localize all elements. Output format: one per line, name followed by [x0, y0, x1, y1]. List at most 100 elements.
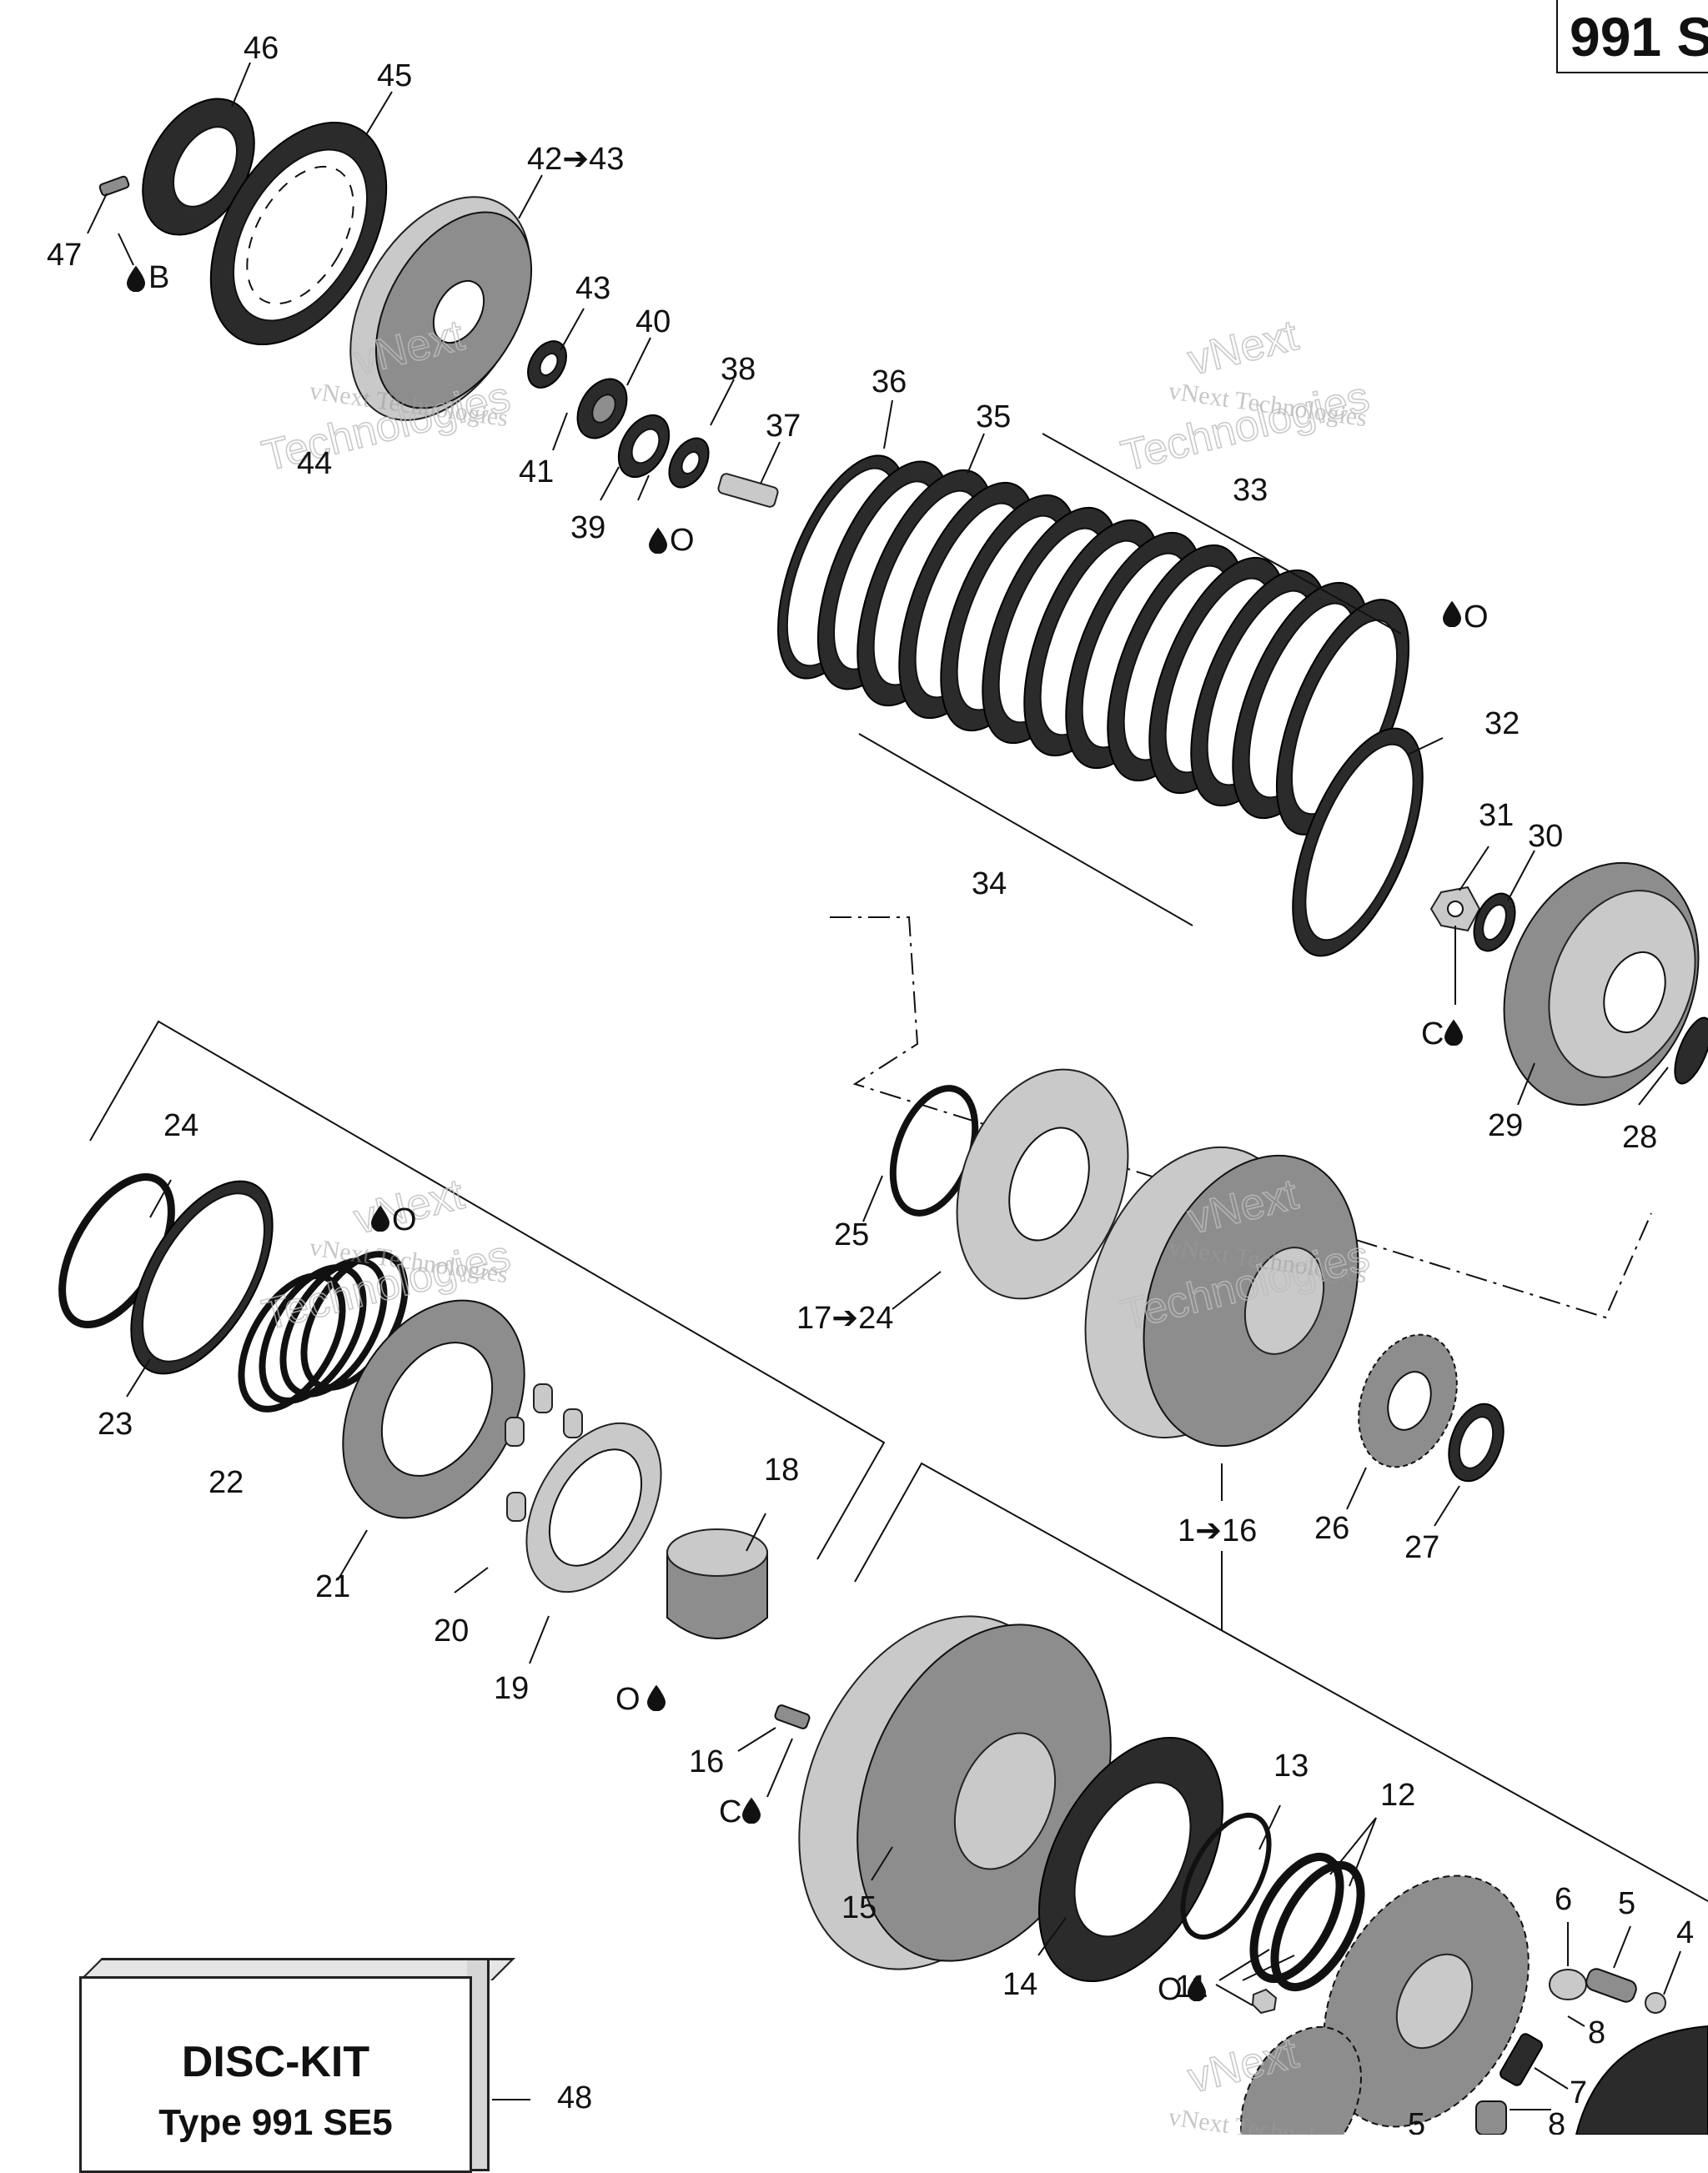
part-46-cover — [142, 98, 255, 236]
oil-drop-icon — [1444, 1019, 1463, 1046]
part-42-pressure-plate — [349, 196, 533, 421]
svg-text:32: 32 — [1484, 706, 1520, 741]
part-23-plate — [130, 1180, 274, 1375]
primary-gear — [1323, 1874, 1530, 2128]
svg-text:46: 46 — [244, 31, 279, 66]
svg-text:vNext: vNext — [1183, 311, 1304, 385]
svg-text:21: 21 — [315, 1569, 350, 1604]
part-12-seals — [1249, 1852, 1365, 1992]
part-6-cap — [1549, 1969, 1587, 2000]
svg-text:C: C — [1421, 1016, 1444, 1051]
svg-text:23: 23 — [98, 1407, 133, 1442]
model-label-box: 991 S — [1556, 0, 1708, 73]
part-32-end-plate — [1292, 727, 1424, 957]
svg-text:22: 22 — [208, 1465, 244, 1500]
part-21-ramp-plate — [342, 1299, 525, 1519]
part-47-bolt — [98, 175, 130, 197]
svg-text:34: 34 — [972, 866, 1007, 901]
svg-text:28: 28 — [1622, 1120, 1657, 1155]
part-38-washer — [668, 437, 710, 489]
part-26-gear — [1358, 1333, 1458, 1468]
bracket-1-16 — [854, 1462, 1708, 1902]
oil-drop-icon — [649, 527, 667, 554]
disc-kit-box-front: DISC-KIT Type 991 SE5 — [79, 1976, 472, 2173]
svg-text:5: 5 — [1408, 2107, 1425, 2135]
svg-text:13: 13 — [1273, 1749, 1309, 1784]
svg-text:27: 27 — [1404, 1530, 1439, 1565]
svg-text:4: 4 — [1676, 1915, 1694, 1950]
svg-text:39: 39 — [570, 510, 605, 545]
svg-text:15: 15 — [841, 1890, 877, 1925]
svg-text:O: O — [1158, 1972, 1183, 2007]
svg-text:O: O — [392, 1202, 417, 1237]
part-45-spring-plate — [209, 121, 388, 346]
svg-text:42➔43: 42➔43 — [527, 142, 624, 177]
svg-text:29: 29 — [1488, 1108, 1523, 1143]
svg-text:48: 48 — [557, 2080, 592, 2115]
svg-text:O: O — [670, 523, 695, 558]
svg-text:31: 31 — [1479, 798, 1514, 833]
disc-kit-title: DISC-KIT — [181, 2038, 370, 2086]
svg-text:20: 20 — [434, 1613, 469, 1649]
svg-text:1➔16: 1➔16 — [1178, 1513, 1257, 1548]
part-37-pin — [717, 473, 779, 508]
svg-text:41: 41 — [519, 454, 554, 489]
svg-text:O: O — [1464, 600, 1489, 635]
part-30-washer — [1473, 892, 1516, 952]
clutch-disc-stack — [777, 454, 1410, 836]
watermark-2: vNext Technologies vNext Technologies — [1116, 310, 1374, 481]
svg-text:35: 35 — [976, 399, 1011, 434]
svg-text:19: 19 — [494, 1671, 529, 1706]
lower-right-cover — [1575, 2025, 1708, 2135]
model-label: 991 S — [1570, 6, 1708, 68]
svg-text:45: 45 — [377, 58, 412, 93]
part-27-washer — [1448, 1403, 1505, 1483]
svg-text:C: C — [719, 1794, 741, 1829]
part-7-spring — [1500, 2033, 1543, 2086]
oil-drop-icon — [647, 1684, 666, 1711]
part-39-washer — [617, 414, 671, 478]
disc-kit-box: DISC-KIT Type 991 SE5 — [79, 1958, 515, 2173]
leader-lines — [87, 62, 1681, 2110]
svg-text:12: 12 — [1380, 1778, 1415, 1813]
svg-text:7: 7 — [1570, 2075, 1587, 2110]
svg-text:B: B — [148, 260, 169, 295]
svg-text:5: 5 — [1618, 1886, 1635, 1921]
part-14-plate — [1037, 1736, 1224, 1983]
callout-labels: 46 45 42➔43 47 43 40 38 37 36 35 33 44 4… — [47, 31, 1694, 2135]
part-8-spring — [1475, 2100, 1507, 2135]
svg-text:25: 25 — [834, 1217, 869, 1252]
part-1-hub-assembly — [1084, 1146, 1359, 1448]
svg-text:16: 16 — [689, 1744, 724, 1779]
lubricant-marks: B O O O C O C O — [127, 260, 1489, 2007]
svg-text:38: 38 — [721, 352, 756, 387]
oil-drop-icon — [742, 1797, 761, 1824]
part-11-nut — [1251, 1988, 1278, 2015]
svg-text:8: 8 — [1548, 2107, 1565, 2135]
svg-text:47: 47 — [47, 238, 82, 273]
part-18-sleeve — [666, 1528, 768, 1639]
svg-text:30: 30 — [1528, 819, 1563, 854]
part-43-washer — [527, 340, 567, 389]
svg-text:37: 37 — [766, 409, 801, 444]
svg-text:6: 6 — [1555, 1882, 1572, 1917]
subassembly-dashed-bracket — [830, 916, 1652, 1319]
svg-text:24: 24 — [163, 1108, 198, 1143]
svg-text:8: 8 — [1588, 2015, 1605, 2050]
svg-text:40: 40 — [635, 304, 671, 339]
lower-gear — [1240, 2025, 1362, 2135]
oil-drop-icon — [1443, 600, 1461, 627]
svg-text:43: 43 — [575, 271, 610, 306]
svg-text:17➔24: 17➔24 — [796, 1301, 893, 1336]
svg-text:44: 44 — [297, 446, 332, 481]
part-4-pin — [1645, 1992, 1666, 2014]
svg-text:18: 18 — [764, 1453, 799, 1488]
svg-text:14: 14 — [1002, 1967, 1037, 2002]
svg-text:26: 26 — [1314, 1511, 1349, 1546]
svg-text:O: O — [615, 1682, 640, 1717]
bracket-17-24 — [89, 1020, 886, 1560]
svg-text:33: 33 — [1233, 473, 1268, 508]
part-29-inner-hub — [1503, 861, 1700, 1107]
disc-kit-type: Type 991 SE5 — [158, 2102, 393, 2143]
